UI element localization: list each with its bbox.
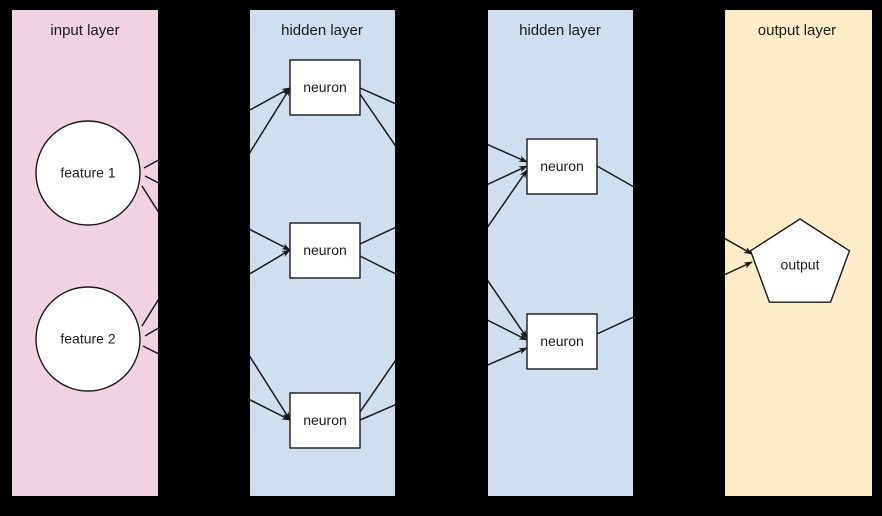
layer-title-hidden-2: hidden layer bbox=[519, 22, 601, 39]
node-shape-hidden-2-neuron-2[interactable] bbox=[526, 313, 598, 370]
layer-titles-group: input layer hidden layer hidden layer outpu… bbox=[50, 22, 836, 39]
node-label-feature-1: feature 1 bbox=[60, 165, 115, 181]
node-shape-hidden-1-neuron-2[interactable] bbox=[289, 222, 361, 279]
node-label-hidden-1-neuron-3: neuron bbox=[303, 412, 347, 428]
layer-panel-input bbox=[12, 10, 158, 496]
node-shape-feature-1[interactable] bbox=[35, 120, 141, 226]
node-shape-hidden-1-neuron-3[interactable] bbox=[289, 392, 361, 449]
node-label-hidden-2-neuron-1: neuron bbox=[540, 158, 584, 174]
nodes-group: feature 1 feature 2 neuron neuron neuron neur… bbox=[35, 59, 851, 449]
layer-title-input: input layer bbox=[50, 22, 119, 39]
node-shape-hidden-2-neuron-1[interactable] bbox=[526, 138, 598, 195]
layer-title-hidden-1: hidden layer bbox=[281, 22, 363, 39]
node-shape-feature-2[interactable] bbox=[35, 286, 141, 392]
node-label-output-node: output bbox=[781, 257, 820, 273]
node-label-hidden-1-neuron-1: neuron bbox=[303, 79, 347, 95]
node-label-hidden-2-neuron-2: neuron bbox=[540, 333, 584, 349]
layer-panel-hidden-2 bbox=[488, 10, 633, 496]
node-label-hidden-1-neuron-2: neuron bbox=[303, 242, 347, 258]
node-shape-hidden-1-neuron-1[interactable] bbox=[289, 59, 361, 116]
layer-title-output: output layer bbox=[758, 22, 836, 39]
node-label-feature-2: feature 2 bbox=[60, 331, 115, 347]
node-shape-output-node[interactable] bbox=[749, 218, 851, 303]
